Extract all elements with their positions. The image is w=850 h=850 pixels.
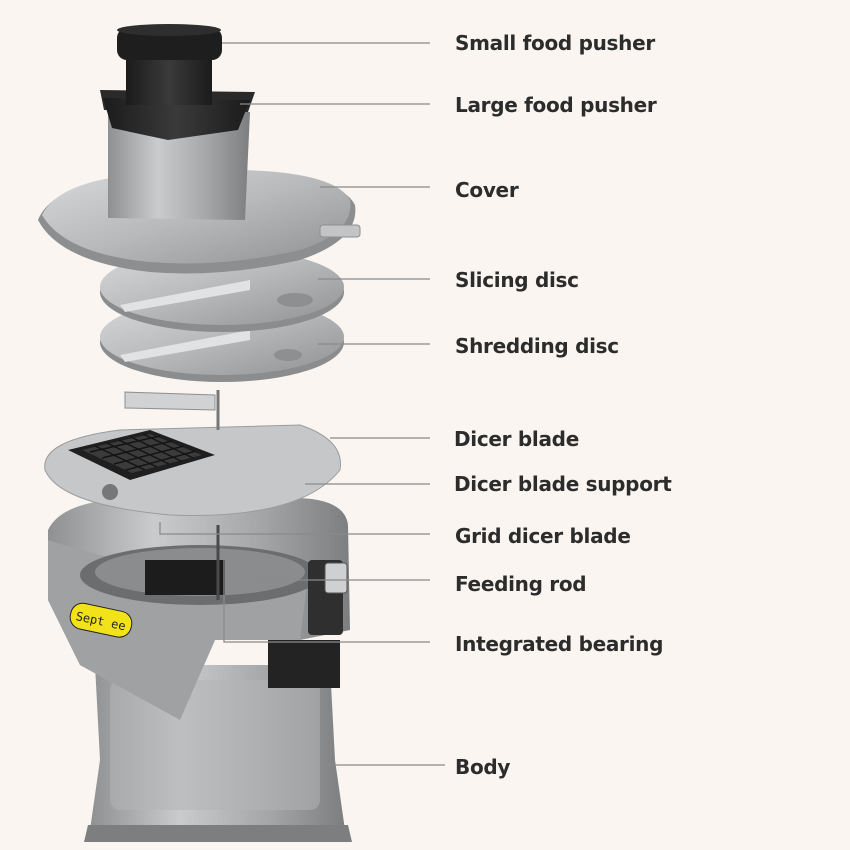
label-body: Body (455, 755, 511, 779)
feed-chute-part (108, 112, 250, 220)
label-shredding-disc: Shredding disc (455, 334, 619, 358)
label-dicer-blade-support: Dicer blade support (454, 472, 672, 496)
housing-part (48, 498, 350, 720)
label-small-food-pusher: Small food pusher (455, 31, 655, 55)
label-grid-dicer-blade: Grid dicer blade (455, 524, 631, 548)
leader-lines (159, 42, 445, 766)
dicer-blade-part (124, 390, 220, 430)
motor-side-part (268, 560, 348, 688)
leader-grid-dicer-blade (159, 522, 430, 535)
label-large-food-pusher: Large food pusher (455, 93, 657, 117)
label-feeding-rod: Feeding rod (455, 572, 587, 596)
small-pusher-part (117, 24, 222, 60)
label-slicing-disc: Slicing disc (455, 268, 579, 292)
label-dicer-blade: Dicer blade (454, 427, 579, 451)
grid-dicer-part (68, 430, 215, 480)
label-cover: Cover (455, 178, 519, 202)
brand-badge: Sept ee (69, 602, 133, 638)
body-part (84, 665, 352, 842)
large-pusher-part (100, 50, 255, 140)
label-integrated-bearing: Integrated bearing (455, 632, 664, 656)
leader-integrated-bearing (223, 560, 430, 643)
